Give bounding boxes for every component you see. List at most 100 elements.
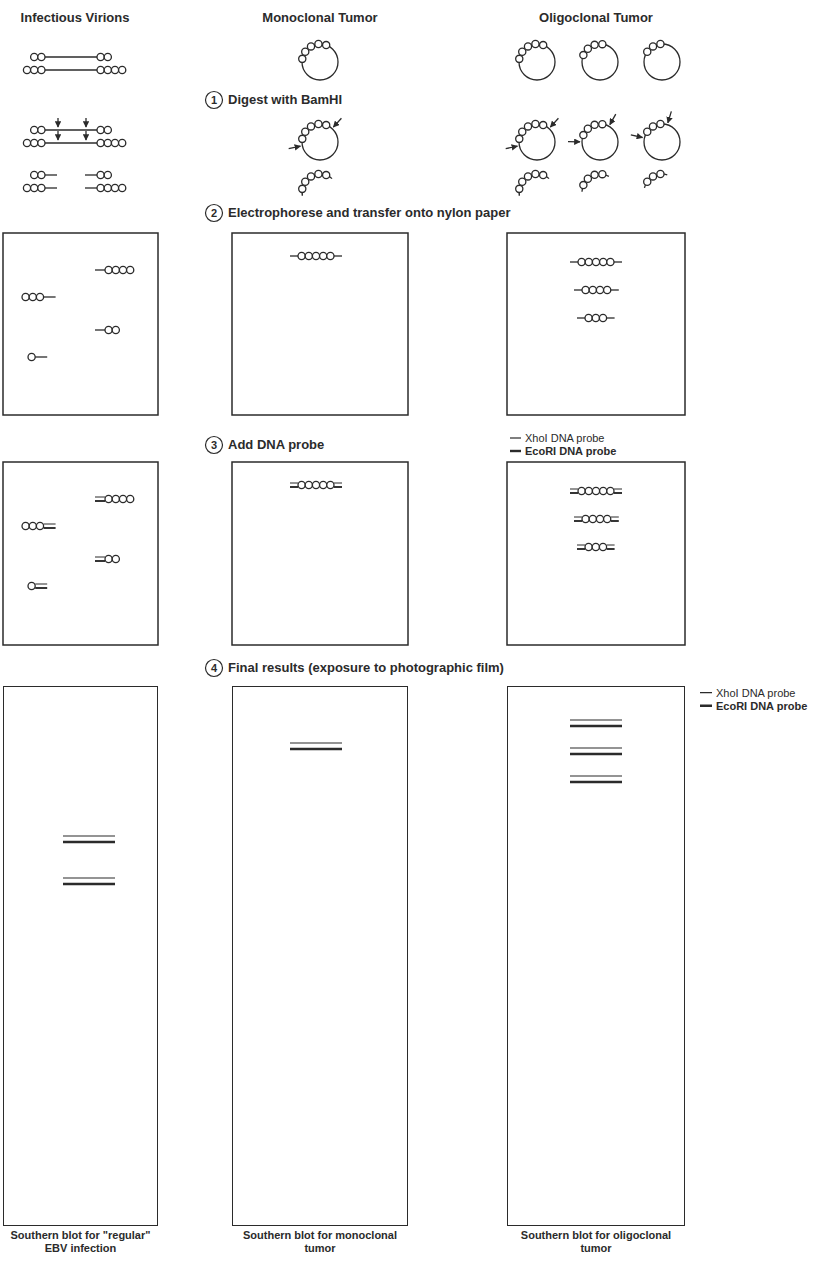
terminal-fragment <box>649 173 656 180</box>
digest-site <box>668 111 672 122</box>
blot-caption: Southern blot for "regular" EBV infectio… <box>4 1229 157 1255</box>
terminal-fragment <box>315 170 322 177</box>
gel-band <box>119 266 126 273</box>
step-text: Digest with BamHI <box>228 93 342 108</box>
terminal-fragment <box>591 171 598 178</box>
episome-circle <box>299 55 306 62</box>
digest-site <box>584 125 591 132</box>
probe-key-line <box>510 450 521 452</box>
digest-site <box>644 124 680 160</box>
digest-site <box>57 118 58 127</box>
gel-band <box>600 487 607 494</box>
gel-band <box>585 487 592 494</box>
gel-band <box>592 258 599 265</box>
gel-band <box>577 548 585 550</box>
digest-site <box>289 146 301 148</box>
gel-membrane <box>507 462 685 645</box>
virion-genome <box>38 66 45 73</box>
terminal-fragment <box>580 182 587 189</box>
digest-site <box>104 139 111 146</box>
digest-site <box>57 131 58 140</box>
gel-band <box>320 481 327 488</box>
gel-membrane <box>232 462 408 645</box>
step-text: Final results (exposure to photographic … <box>228 661 504 676</box>
digest-site <box>85 131 86 140</box>
probe-key-text: XhoI DNA probe <box>525 432 605 445</box>
digest-site <box>516 135 523 142</box>
gel-band <box>35 587 47 589</box>
gel-band <box>574 289 582 290</box>
episome-circle <box>302 44 338 80</box>
gel-band <box>119 495 126 502</box>
digest-site <box>23 139 30 146</box>
digest-site <box>610 114 616 124</box>
film-band <box>570 775 622 776</box>
digest-site <box>302 124 338 160</box>
gel-band <box>599 543 606 550</box>
legend-sample <box>700 703 712 709</box>
gel-band <box>35 356 47 357</box>
film-band <box>570 719 622 720</box>
digest-site <box>104 126 111 133</box>
step-circle <box>206 437 223 454</box>
gel-band <box>305 481 312 488</box>
gel-band <box>22 522 29 529</box>
gel-band <box>305 252 312 259</box>
digest-site <box>550 118 558 127</box>
digest-site <box>111 139 118 146</box>
film-band <box>63 877 115 878</box>
legend-text: EcoRI DNA probe <box>716 700 807 713</box>
digest-site <box>97 126 104 133</box>
terminal-fragment <box>323 171 330 178</box>
gel-band <box>105 495 112 502</box>
gel-band <box>22 293 29 300</box>
gel-band <box>95 557 105 558</box>
terminal-fragment <box>85 174 97 175</box>
gel-band <box>589 515 596 522</box>
blot-caption: Southern blot for oligoclonal tumor <box>508 1229 684 1255</box>
episome-circle <box>299 40 680 80</box>
gel-band <box>614 489 622 490</box>
terminal-fragment <box>45 187 57 188</box>
terminal-fragment <box>31 184 38 191</box>
gel-band <box>596 515 603 522</box>
gel-band <box>570 489 578 490</box>
gel-band <box>607 258 614 265</box>
episome-circle <box>649 43 656 50</box>
gel-band <box>607 548 615 550</box>
film-band <box>570 781 622 783</box>
gel-band <box>574 520 582 522</box>
terminal-fragment <box>111 184 118 191</box>
film-box: Southern blot for "regular" EBV infectio… <box>3 686 158 1226</box>
gel-band <box>570 492 578 494</box>
episome-circle <box>516 55 523 62</box>
legend-item: EcoRI DNA probe <box>700 700 807 713</box>
digest-site <box>631 135 643 138</box>
gel-band <box>585 314 592 321</box>
virion-genome <box>119 66 126 73</box>
digest-site <box>85 118 86 127</box>
terminal-fragment <box>524 173 531 180</box>
gel-membrane <box>3 233 158 415</box>
step-circle <box>206 205 223 222</box>
gel-membrane <box>3 462 158 645</box>
step-number: 1 <box>211 94 217 107</box>
virion-genome <box>38 53 45 60</box>
virion-genome <box>45 69 97 70</box>
step-number: 3 <box>211 439 217 452</box>
film-band <box>63 883 115 885</box>
terminal-fragment <box>45 174 57 175</box>
probe-key-line <box>510 437 521 438</box>
gel-band <box>290 483 298 484</box>
terminal-fragment <box>97 171 104 178</box>
terminal-fragment <box>97 184 104 191</box>
legend-sample <box>700 692 712 693</box>
virion-genome <box>97 66 104 73</box>
gel-membrane <box>3 233 685 645</box>
gel-band <box>105 555 112 562</box>
terminal-fragment <box>104 184 111 191</box>
gel-band <box>95 269 105 270</box>
gel-band <box>607 487 614 494</box>
gel-band <box>585 543 592 550</box>
gel-band <box>44 524 56 525</box>
